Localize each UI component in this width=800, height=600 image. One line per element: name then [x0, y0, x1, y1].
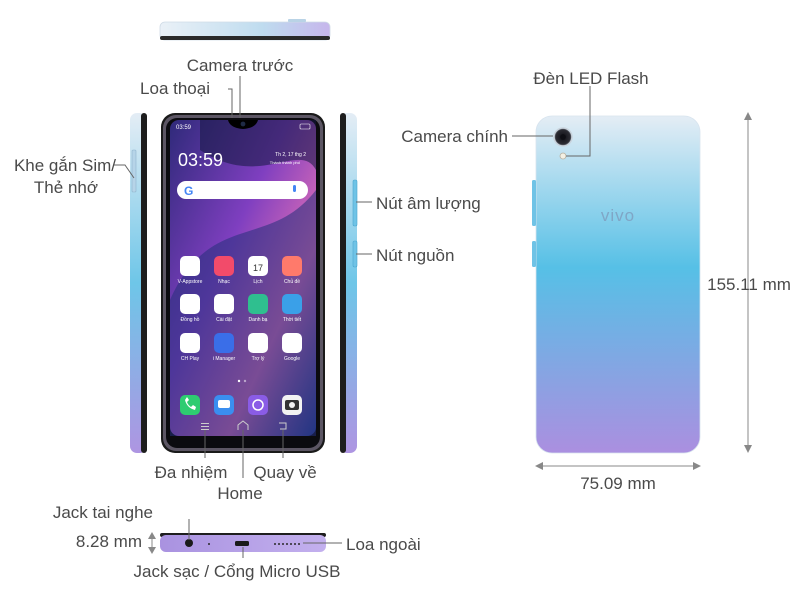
label-width: 75.09 mm — [580, 474, 656, 493]
app-icon-tr-l[interactable] — [248, 333, 268, 353]
browser-app-icon[interactable] — [248, 395, 268, 415]
app-label-tr-l: Trợ lý — [252, 356, 265, 362]
led-flash — [559, 152, 567, 160]
speaker-grille — [274, 543, 300, 545]
label-height: 155.11 mm — [707, 275, 791, 294]
app-icon-ng-h[interactable] — [180, 294, 200, 314]
label-thickness: 8.28 mm — [76, 532, 142, 551]
left-side-view — [130, 113, 147, 453]
message-bubble-icon — [218, 400, 230, 408]
app-label-c-i-t: Cài đặt — [216, 317, 232, 323]
page-dot — [237, 379, 241, 383]
label-charging-port: Jack sạc / Cổng Micro USB — [134, 562, 341, 581]
top-edge-view — [159, 19, 331, 41]
bottom-edge-view — [160, 533, 326, 552]
app-icon-i-manager[interactable] — [214, 333, 234, 353]
label-volume: Nút âm lượng — [376, 194, 481, 213]
label-earpiece: Loa thoại — [140, 79, 210, 98]
label-main-camera: Camera chính — [401, 127, 508, 146]
multitask-key-icon[interactable] — [201, 423, 209, 424]
thickness-dimension — [148, 532, 156, 554]
label-speaker: Loa ngoài — [346, 535, 421, 554]
calendar-day-number: 17 — [253, 263, 263, 273]
app-icon-v-appstore[interactable] — [180, 256, 200, 276]
label-led-flash: Đèn LED Flash — [533, 69, 648, 88]
height-dimension — [744, 112, 752, 453]
back-volume-button — [532, 180, 536, 226]
phone-screen: 03:59 03:59 Th 2, 17 thg 2 Thành thành p… — [170, 120, 316, 436]
front-view: 03:59 03:59 Th 2, 17 thg 2 Thành thành p… — [161, 113, 325, 453]
app-icon-nh-c[interactable] — [214, 256, 234, 276]
app-icon-ch[interactable] — [282, 256, 302, 276]
app-label-ch-play: CH Play — [181, 356, 200, 362]
app-label-v-appstore: V-Appstore — [178, 279, 203, 285]
app-icon-th-i-ti-t[interactable] — [282, 294, 302, 314]
google-g-icon: G — [184, 184, 193, 198]
phone-handset-icon — [185, 397, 196, 410]
volume-button — [352, 179, 358, 227]
app-label-nh-c: Nhạc — [218, 279, 230, 285]
app-icon-l-ch[interactable] — [248, 256, 268, 276]
label-multitask: Đa nhiệm — [155, 463, 228, 482]
label-home: Home — [217, 484, 262, 503]
vivo-logo: vivo — [601, 206, 635, 225]
phone-app-icon[interactable] — [180, 395, 200, 415]
app-label-google: Google — [284, 356, 300, 362]
app-label-danh-b: Danh bạ — [249, 317, 268, 323]
back-power-button — [532, 241, 536, 267]
home-date: Th 2, 17 thg 2 — [275, 152, 306, 158]
home-weather: Thành thành phố — [270, 160, 301, 165]
nav-bar — [201, 420, 287, 430]
app-icon-danh-b[interactable] — [248, 294, 268, 314]
label-headphone-jack: Jack tai nghe — [53, 503, 153, 522]
label-sim-slot-line1: Khe gắn Sim/ — [14, 156, 116, 175]
app-label-ng-h: Đồng hồ — [181, 317, 200, 323]
label-back: Quay về — [253, 463, 316, 482]
app-label-ch: Chủ đề — [284, 278, 300, 285]
app-icon-c-i-t[interactable] — [214, 294, 234, 314]
app-label-th-i-ti-t: Thời tiết — [283, 317, 302, 323]
battery-icon — [299, 123, 311, 130]
back-view: vivo — [532, 115, 701, 454]
label-front-camera: Camera trước — [187, 56, 294, 75]
front-camera-lens — [240, 121, 246, 127]
status-time: 03:59 — [176, 125, 192, 131]
microphone-hole — [208, 543, 210, 545]
headphone-jack-port — [185, 539, 193, 547]
labels: Camera trước Loa thoại Khe gắn Sim/ Thẻ … — [14, 56, 791, 581]
app-label-l-ch: Lịch — [253, 279, 262, 285]
label-power: Nút nguồn — [376, 246, 454, 265]
mic-icon[interactable] — [293, 185, 296, 192]
home-clock: 03:59 — [178, 150, 223, 170]
page-dot — [243, 379, 247, 383]
label-sim-slot-line2: Thẻ nhớ — [34, 178, 98, 197]
micro-usb-port — [235, 541, 249, 546]
app-label-i-manager: i Manager — [213, 356, 236, 362]
width-dimension — [535, 462, 701, 470]
globe-icon — [252, 399, 264, 411]
back-key-icon[interactable] — [279, 422, 287, 430]
google-search-bar[interactable] — [177, 181, 308, 199]
sim-slot — [131, 149, 137, 193]
leader-lines — [114, 76, 591, 558]
app-icon-google[interactable] — [282, 333, 302, 353]
app-grid: V-Appstore Nhạc Lịch Chủ đề Đồng hồ Cài đặt Da… — [178, 256, 302, 362]
right-side-view — [340, 113, 358, 453]
app-icon-ch-play[interactable] — [180, 333, 200, 353]
home-key-icon[interactable] — [237, 420, 249, 430]
